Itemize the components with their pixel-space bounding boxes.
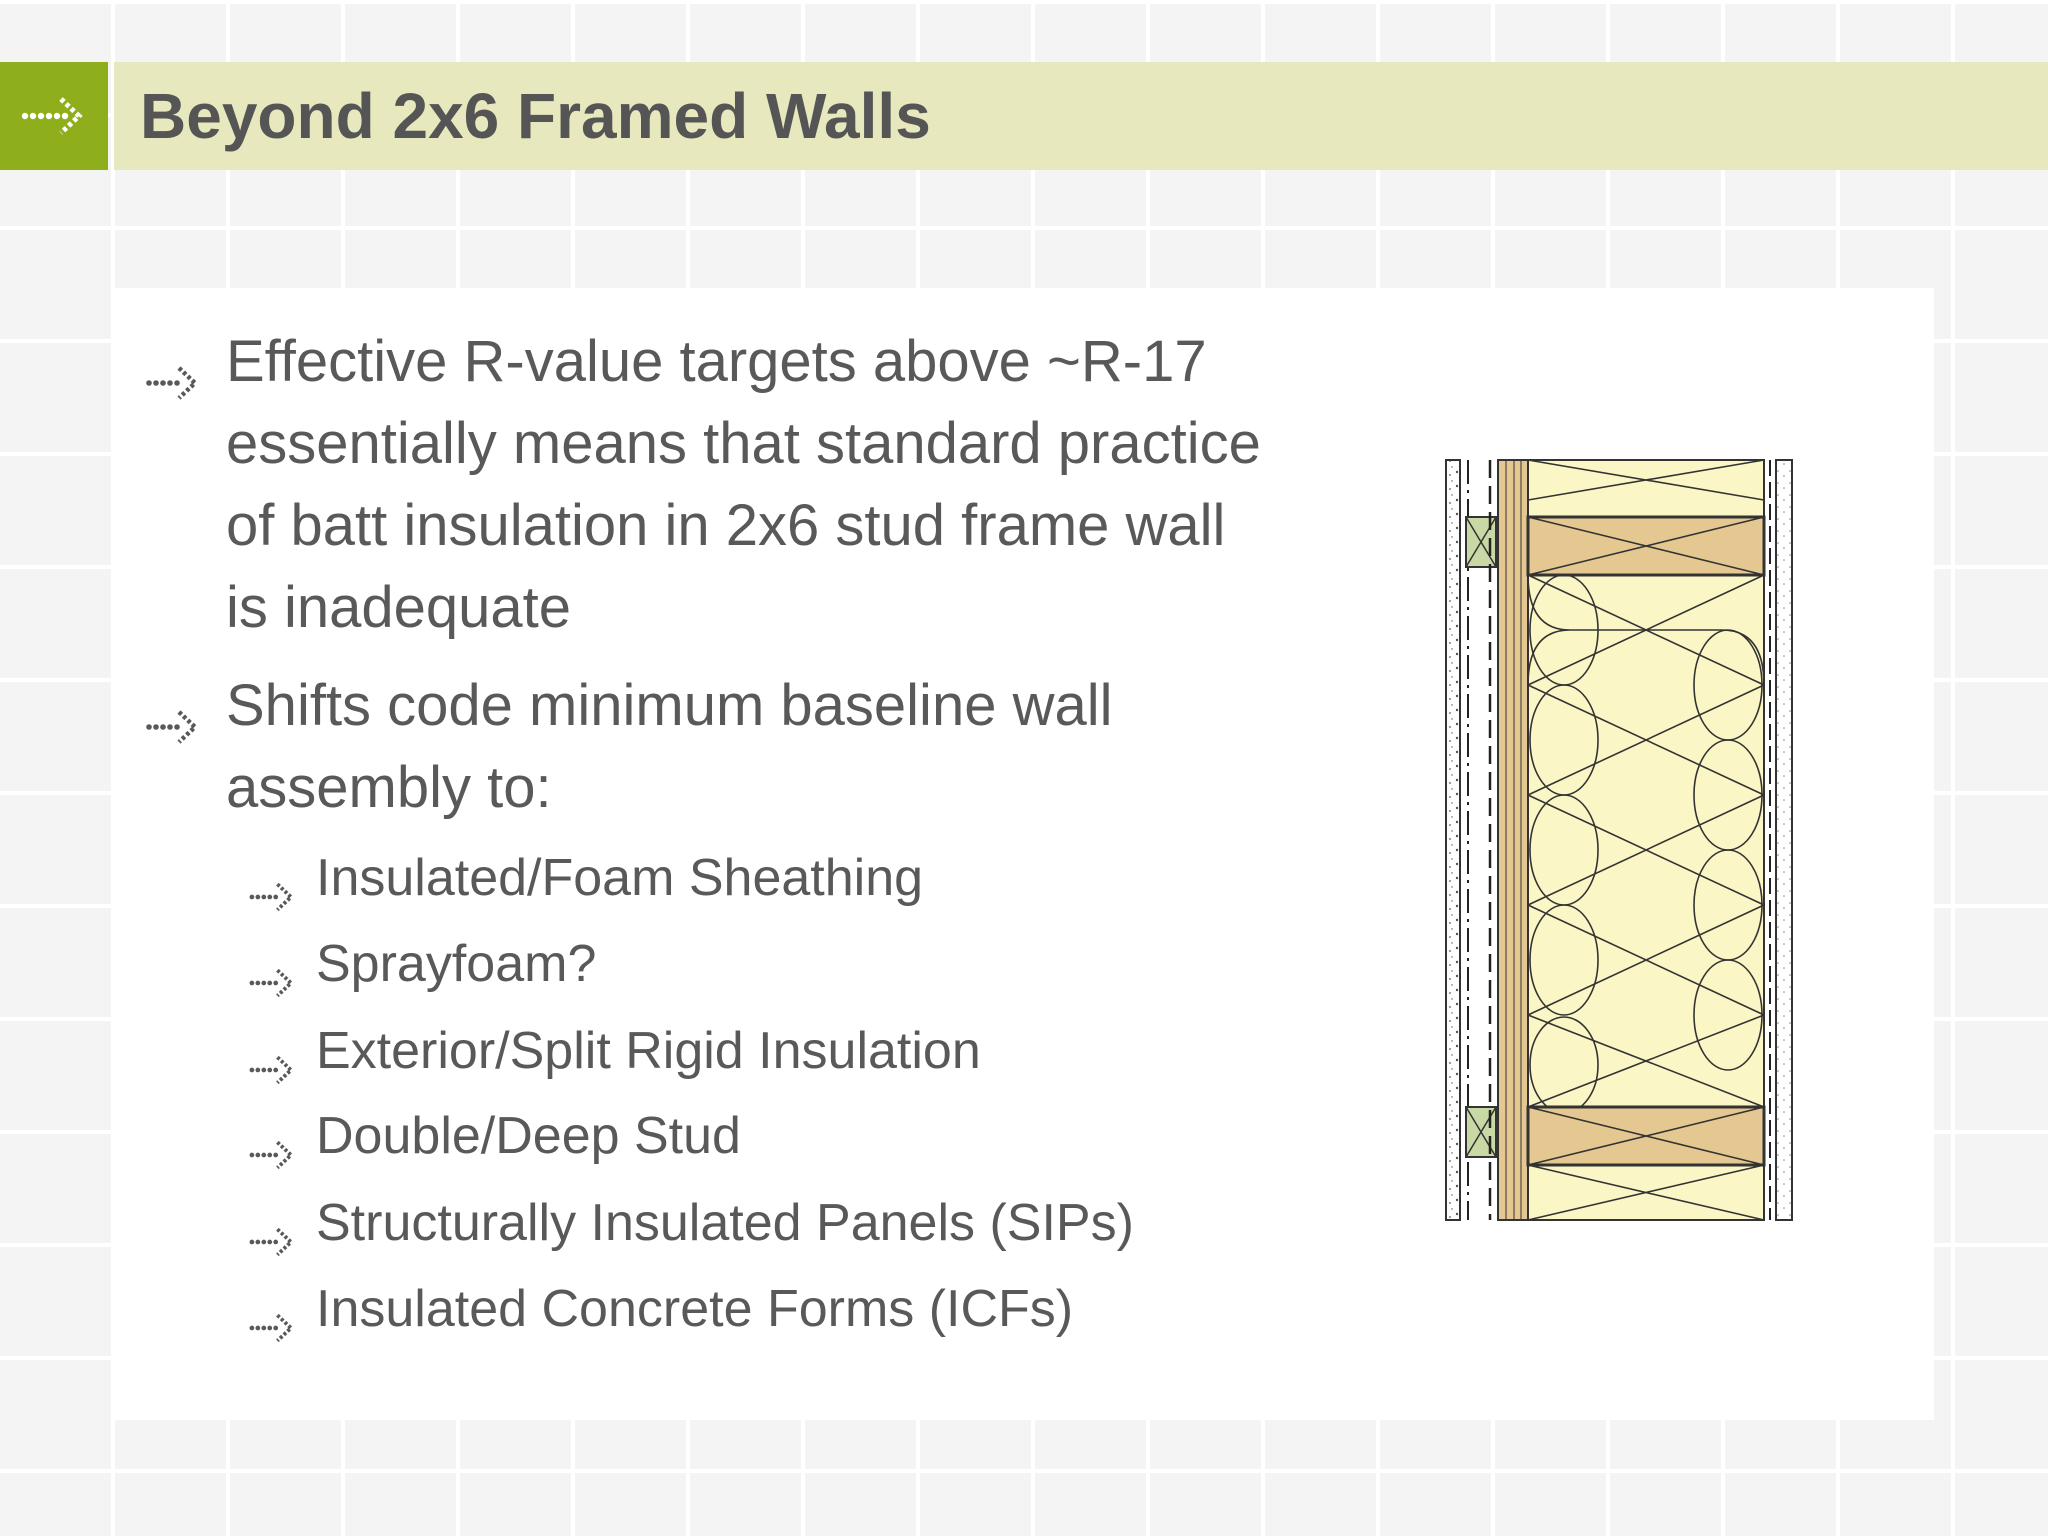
interior-drywall	[1775, 459, 1793, 1221]
sub-bullet-text: Double/Deep Stud	[316, 1107, 741, 1165]
dotted-arrow-icon	[248, 1207, 300, 1277]
exterior-cladding	[1445, 459, 1461, 1221]
sub-bullet-text: Sprayfoam?	[316, 935, 597, 993]
dotted-arrow-icon	[248, 1035, 300, 1105]
dotted-arrow-icon	[248, 1120, 300, 1190]
batt-insulation	[1527, 459, 1765, 1221]
dotted-arrow-icon	[145, 687, 205, 769]
dotted-arrow-icon	[145, 343, 205, 425]
slide-title: Beyond 2x6 Framed Walls	[140, 80, 931, 152]
sub-bullet-text: Insulated Concrete Forms (ICFs)	[316, 1280, 1074, 1338]
sub-bullet-text: Exterior/Split Rigid Insulation	[316, 1022, 981, 1080]
bullet-item: Shifts code minimum baseline wall assemb…	[145, 665, 1245, 835]
dotted-arrow-icon	[248, 948, 300, 1018]
title-bar: Beyond 2x6 Framed Walls	[0, 62, 2048, 170]
title-band	[114, 62, 2048, 170]
dotted-arrow-icon	[21, 97, 83, 135]
wall-section-diagram	[1445, 459, 1793, 1221]
bullet-text: Shifts code minimum baseline wall assemb…	[226, 673, 1113, 820]
dotted-arrow-icon	[248, 862, 300, 932]
sheathing	[1497, 459, 1529, 1221]
title-accent-square	[0, 62, 108, 170]
bullet-text: Effective R-value targets above ~R-17 es…	[226, 329, 1261, 640]
dotted-arrow-icon	[248, 1293, 300, 1363]
sub-bullet-text: Structurally Insulated Panels (SIPs)	[316, 1194, 1134, 1252]
bullet-item: Effective R-value targets above ~R-17 es…	[145, 321, 1261, 651]
sub-bullet-text: Insulated/Foam Sheathing	[316, 849, 924, 907]
